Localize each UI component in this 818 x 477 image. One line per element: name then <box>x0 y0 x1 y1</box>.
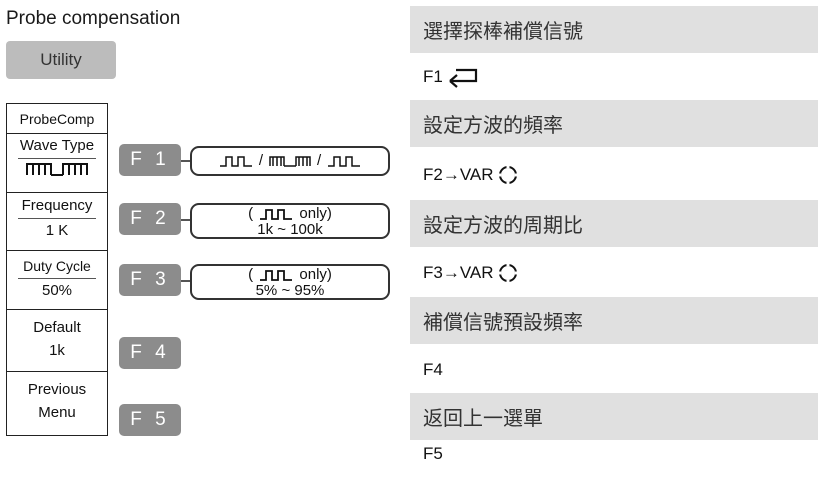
diagram-panel: Probe compensation Utility ProbeComp Wav… <box>0 0 405 475</box>
f4-button[interactable]: F 4 <box>119 337 181 369</box>
key-row: F5 <box>423 443 443 463</box>
key-row: F3→VAR <box>410 249 818 296</box>
utility-button[interactable]: Utility <box>6 41 116 79</box>
f5-button[interactable]: F 5 <box>119 404 181 436</box>
callout-open-paren: ( <box>248 205 254 222</box>
f3-callout: ( only) 5% ~ 95% <box>190 264 390 300</box>
multi-pulse-wave-icon <box>269 156 311 167</box>
desc-row: 補償信號預設頻率 <box>410 297 818 344</box>
divider <box>18 158 96 159</box>
callout-only-text: only) <box>299 266 332 283</box>
desc-row: 返回上一選單 <box>410 393 818 440</box>
probecomp-menu: ProbeComp Wave Type Frequency 1 K Duty C… <box>6 103 108 436</box>
menu-item-default[interactable]: Default 1k <box>7 310 107 372</box>
desc-row: 設定方波的頻率 <box>410 100 818 147</box>
key-label: F1 <box>423 66 443 86</box>
single-pulse-wave-icon <box>260 270 293 281</box>
knob-icon <box>497 262 518 283</box>
f2-button[interactable]: F 2 <box>119 203 181 235</box>
callout-only-text: only) <box>299 205 332 222</box>
key-label: F2→VAR <box>423 164 494 184</box>
key-row: F4 <box>423 359 443 379</box>
connector-line <box>181 280 191 282</box>
connector-line <box>181 219 191 221</box>
divider <box>18 278 96 279</box>
f2-callout: ( only) 1k ~ 100k <box>190 203 390 239</box>
menu-label: Menu <box>38 404 76 421</box>
frequency-label: Frequency <box>21 197 93 214</box>
duty-cycle-label: Duty Cycle <box>23 258 91 274</box>
frequency-range: 1k ~ 100k <box>257 221 323 238</box>
knob-icon <box>497 164 518 185</box>
separator-text: / <box>258 152 263 169</box>
key-label: F3→VAR <box>423 262 494 282</box>
menu-item-wave-type[interactable]: Wave Type <box>7 134 107 193</box>
divider <box>18 218 96 219</box>
desc-row: 選擇探棒補償信號 <box>410 6 818 53</box>
single-pulse-wave-icon <box>219 156 252 167</box>
duty-cycle-value: 50% <box>41 282 73 299</box>
wave-type-label: Wave Type <box>19 137 95 154</box>
return-arrow-icon <box>449 68 477 88</box>
default-label: Default <box>33 319 81 336</box>
default-value: 1k <box>49 342 65 359</box>
menu-item-previous-menu[interactable]: Previous Menu <box>7 372 107 435</box>
f1-button[interactable]: F 1 <box>119 144 181 176</box>
f3-button[interactable]: F 3 <box>119 264 181 296</box>
connector-line <box>181 160 191 162</box>
menu-item-frequency[interactable]: Frequency 1 K <box>7 193 107 251</box>
separator-text: / <box>317 152 322 169</box>
key-row: F2→VAR <box>410 151 818 198</box>
menu-item-duty-cycle[interactable]: Duty Cycle 50% <box>7 251 107 310</box>
duty-cycle-range: 5% ~ 95% <box>255 282 325 299</box>
single-pulse-wave-icon <box>328 156 361 167</box>
description-table: 選擇探棒補償信號 F1 設定方波的頻率 F2→VAR 設定方波的周期比 F3→V… <box>410 0 818 475</box>
desc-row: 設定方波的周期比 <box>410 200 818 247</box>
callout-open-paren: ( <box>248 266 254 283</box>
multi-pulse-wave-icon <box>26 163 88 176</box>
single-pulse-wave-icon <box>260 209 293 220</box>
key-row: F1 <box>410 53 818 100</box>
f1-callout: / / <box>190 146 390 176</box>
previous-label: Previous <box>27 381 87 398</box>
page-title: Probe compensation <box>6 8 181 29</box>
menu-header: ProbeComp <box>7 104 107 134</box>
frequency-value: 1 K <box>45 222 69 239</box>
